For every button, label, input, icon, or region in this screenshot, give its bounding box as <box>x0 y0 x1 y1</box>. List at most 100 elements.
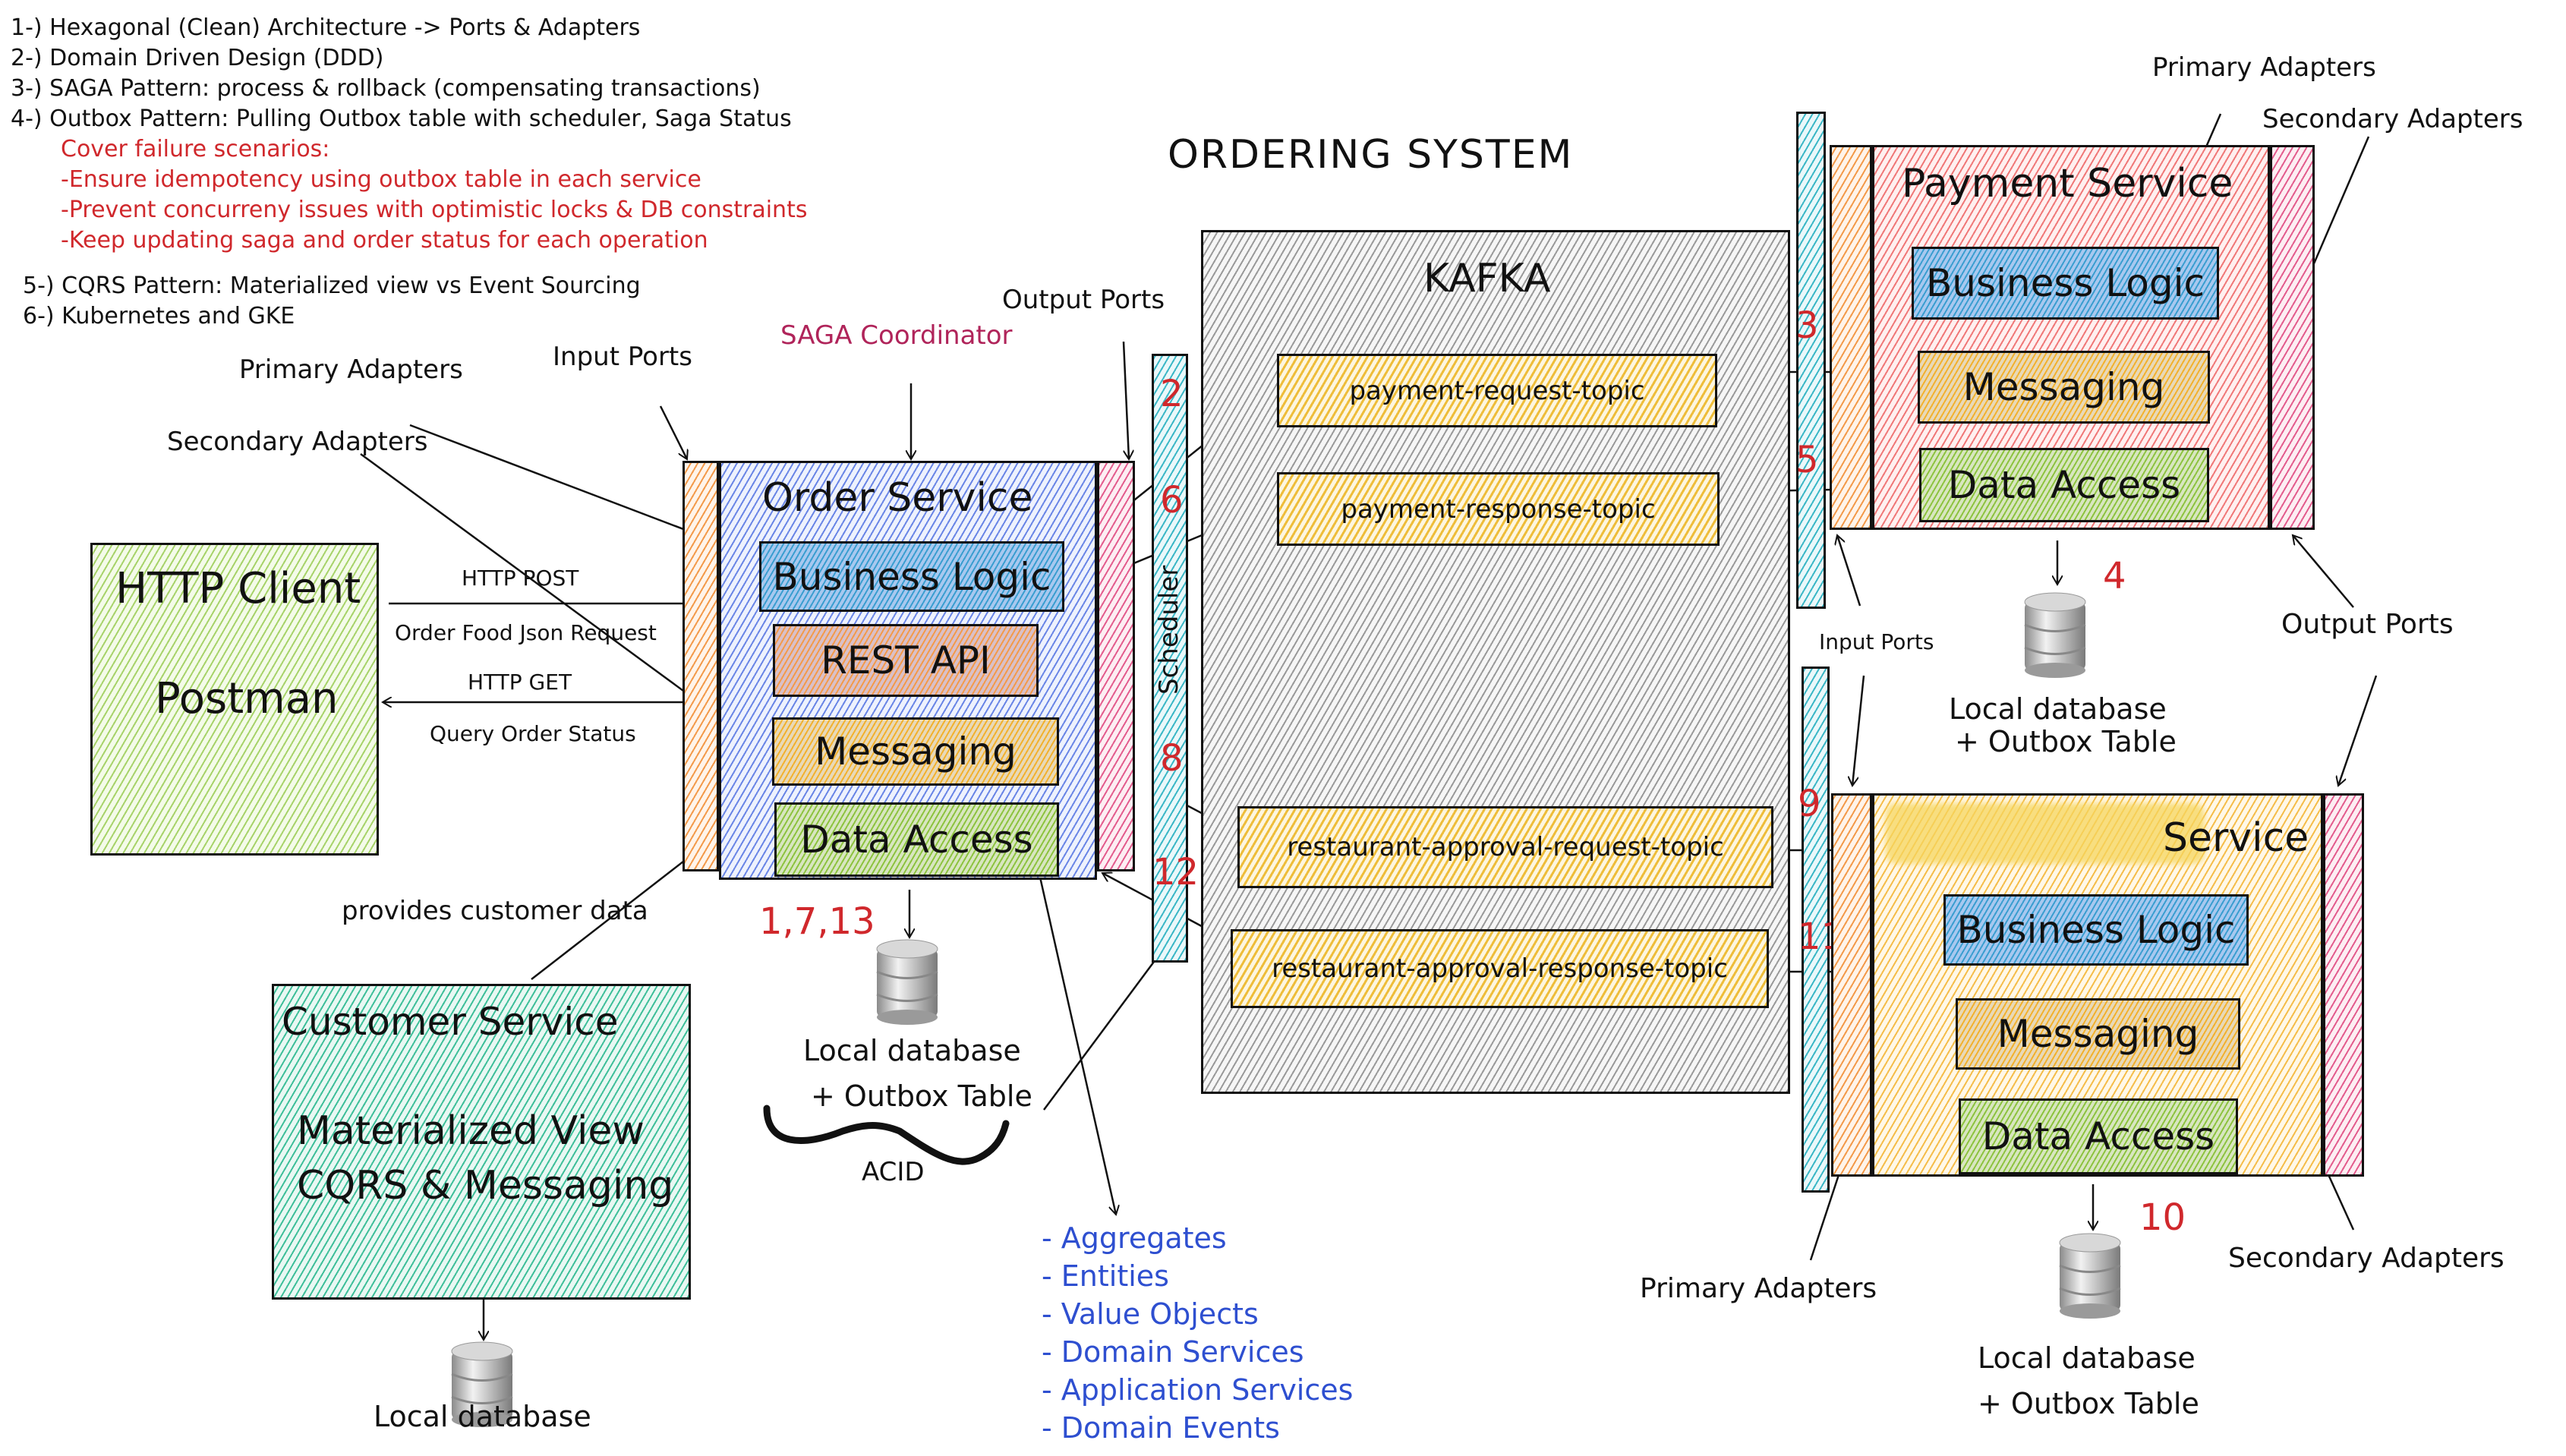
input-ports-pointer <box>659 405 687 459</box>
order-rest-api: REST API <box>773 624 1039 697</box>
step-number: 5 <box>1795 439 1819 481</box>
restaurant-service-title-suffix: Service <box>2163 815 2309 861</box>
payment-database-icon <box>2021 591 2089 697</box>
restaurant-data-access: Data Access <box>1959 1098 2238 1174</box>
output-ports-pointer <box>1122 341 1129 459</box>
diagram-title: ORDERING SYSTEM <box>1168 132 1574 178</box>
note-item: 6-) Kubernetes and GKE <box>23 303 295 329</box>
order-steps-label: 1,7,13 <box>759 900 875 943</box>
step-number: 12 <box>1152 851 1199 893</box>
order-db-sublabel: + Outbox Table <box>811 1079 1032 1113</box>
restaurant-output-port <box>2323 793 2364 1177</box>
payment-db-sublabel: + Outbox Table <box>1955 725 2177 758</box>
payment-output-ports-label: Output Ports <box>2281 609 2454 640</box>
payment-input-port <box>1830 145 1872 530</box>
note-item: 2-) Domain Driven Design (DDD) <box>11 45 384 71</box>
note-item: 3-) SAGA Pattern: process & rollback (co… <box>11 75 761 102</box>
output-ports-label: Output Ports <box>1002 285 1165 315</box>
note-item: 5-) CQRS Pattern: Materialized view vs E… <box>23 273 641 299</box>
secondary-adapters-label: Secondary Adapters <box>167 427 428 457</box>
restaurant-messaging: Messaging <box>1956 998 2240 1070</box>
payment-input-pointer <box>1837 535 1861 607</box>
customer-service-box: Customer Service Materialized View CQRS … <box>272 984 691 1300</box>
payment-scheduler-strip <box>1796 112 1826 609</box>
failure-title: Cover failure scenarios: <box>61 136 330 162</box>
secondary-adapters-pointer <box>360 452 740 733</box>
failure-item: -Prevent concurreny issues with optimist… <box>61 197 808 223</box>
payment-messaging: Messaging <box>1918 351 2210 424</box>
order-messaging: Messaging <box>772 717 1059 786</box>
restaurant-input-pointer <box>1852 675 1865 786</box>
redacted-service-name <box>1886 803 2205 864</box>
note-item: 4-) Outbox Pattern: Pulling Outbox table… <box>11 106 792 132</box>
domain-list-item: - Value Objects <box>1042 1297 1259 1331</box>
payment-secondary-adapters-label: Secondary Adapters <box>2262 104 2523 134</box>
note-item: 1-) Hexagonal (Clean) Architecture -> Po… <box>11 14 641 41</box>
customer-db-label: Local database <box>374 1400 591 1433</box>
order-business-logic: Business Logic <box>759 541 1064 612</box>
input-ports-label: Input Ports <box>553 342 692 372</box>
customer-service-line1: Materialized View <box>297 1108 645 1154</box>
order-input-port <box>682 461 719 871</box>
payment-business-logic: Business Logic <box>1912 247 2219 320</box>
primary-adapters-label: Primary Adapters <box>239 355 463 385</box>
payment-service-title: Payment Service <box>1902 161 2233 206</box>
payment-db-label: Local database <box>1949 692 2167 726</box>
failure-item: -Ensure idempotency using outbox table i… <box>61 166 701 193</box>
domain-list-item: - Entities <box>1042 1259 1169 1293</box>
step-number: 3 <box>1795 304 1819 347</box>
step-number: 9 <box>1798 783 1821 825</box>
payment-data-access: Data Access <box>1919 448 2209 522</box>
scheduler-label: Scheduler <box>1154 565 1184 695</box>
acid-label: ACID <box>862 1157 925 1187</box>
domain-list-item: - Application Services <box>1042 1373 1354 1407</box>
http-client-subtitle: Postman <box>155 674 339 723</box>
customer-database-icon <box>448 1340 516 1446</box>
restaurant-approval-response-topic: restaurant-approval-response-topic <box>1231 929 1769 1008</box>
step-number: 6 <box>1160 479 1184 522</box>
restaurant-input-port <box>1831 793 1872 1177</box>
payment-response-topic: payment-response-topic <box>1277 472 1720 546</box>
step-number: 4 <box>2103 555 2126 597</box>
customer-service-line2: CQRS & Messaging <box>297 1163 674 1209</box>
http-client-box: HTTP Client Postman <box>90 543 379 856</box>
failure-item: -Keep updating saga and order status for… <box>61 227 708 254</box>
kafka-title: KAFKA <box>1423 256 1551 301</box>
payment-input-ports-label: Input Ports <box>1819 629 1934 654</box>
acid-brace <box>763 1105 1010 1165</box>
order-database-icon <box>873 938 941 1044</box>
order-db-label: Local database <box>803 1034 1021 1067</box>
payment-output-pointer <box>2293 535 2354 608</box>
restaurant-business-logic: Business Logic <box>1943 894 2249 966</box>
restaurant-approval-request-topic: restaurant-approval-request-topic <box>1237 806 1773 888</box>
order-service-title: Order Service <box>762 475 1033 521</box>
step-number: 10 <box>2139 1196 2186 1239</box>
saga-coordinator-label: SAGA Coordinator <box>780 320 1013 351</box>
restaurant-scheduler-strip <box>1802 667 1830 1193</box>
restaurant-db-sublabel: + Outbox Table <box>1978 1387 2199 1420</box>
payment-request-topic: payment-request-topic <box>1277 354 1717 427</box>
scheduler-strip <box>1152 354 1188 963</box>
restaurant-secondary-adapters-label: Secondary Adapters <box>2228 1243 2505 1274</box>
domain-list-item: - Domain Events <box>1042 1411 1280 1445</box>
http-get-label: HTTP GET <box>468 670 572 695</box>
domain-list-item: - Domain Services <box>1042 1335 1304 1369</box>
payment-output-port <box>2270 145 2315 530</box>
step-number: 2 <box>1160 373 1184 415</box>
http-post-sublabel: Order Food Json Request <box>395 620 657 645</box>
customer-service-title: Customer Service <box>282 1000 619 1044</box>
provides-customer-data-label: provides customer data <box>342 896 648 926</box>
order-output-port <box>1097 461 1135 871</box>
payment-primary-adapters-label: Primary Adapters <box>2152 52 2376 83</box>
domain-list-item: - Aggregates <box>1042 1221 1227 1255</box>
restaurant-primary-adapters-label: Primary Adapters <box>1640 1273 1877 1304</box>
http-client-title: HTTP Client <box>115 564 361 613</box>
http-post-label: HTTP POST <box>462 566 579 591</box>
order-data-access: Data Access <box>774 802 1059 877</box>
http-get-sublabel: Query Order Status <box>430 721 636 746</box>
restaurant-db-label: Local database <box>1978 1341 2196 1375</box>
restaurant-database-icon <box>2056 1231 2124 1338</box>
outbox-scheduler-line <box>1042 941 1171 1111</box>
restaurant-output-pointer <box>2338 675 2378 786</box>
step-number: 8 <box>1160 737 1184 780</box>
